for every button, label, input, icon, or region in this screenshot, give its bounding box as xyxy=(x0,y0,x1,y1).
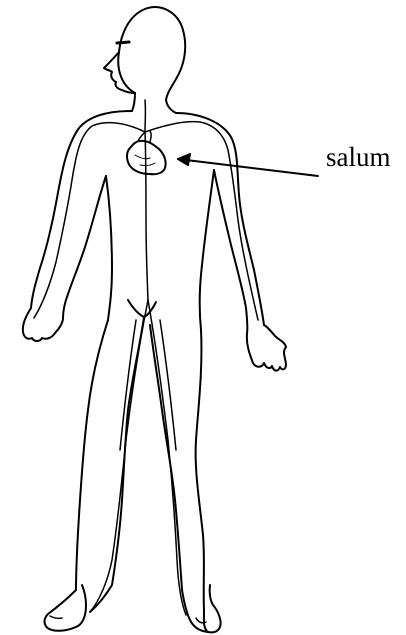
pointer-arrow-line xyxy=(178,159,318,176)
right-leg-outer xyxy=(76,320,108,590)
neck-front xyxy=(132,93,135,111)
heart-label: salum xyxy=(326,144,391,171)
right-hand xyxy=(23,308,63,341)
pointer-arrowhead xyxy=(178,154,190,165)
eye-mark xyxy=(117,42,129,43)
left-shoulder-arm-outer xyxy=(176,113,264,325)
right-leg-inner xyxy=(112,317,144,585)
blood-vessels xyxy=(34,100,258,615)
crotch-line xyxy=(128,300,156,317)
left-foot xyxy=(204,585,221,632)
right-torso-side xyxy=(106,176,112,320)
head-outline xyxy=(118,7,185,100)
left-leg-outer xyxy=(196,330,204,610)
right-foot-toes xyxy=(50,616,62,618)
left-torso-side xyxy=(200,170,214,330)
right-foot xyxy=(45,585,86,631)
left-hand xyxy=(247,325,286,371)
vessel-right-leg xyxy=(90,300,148,612)
vessel-aorta-trunk xyxy=(145,132,148,300)
neck-back xyxy=(166,100,176,113)
left-arm-inner xyxy=(214,170,247,334)
vessel-left-leg-outer xyxy=(160,320,176,450)
